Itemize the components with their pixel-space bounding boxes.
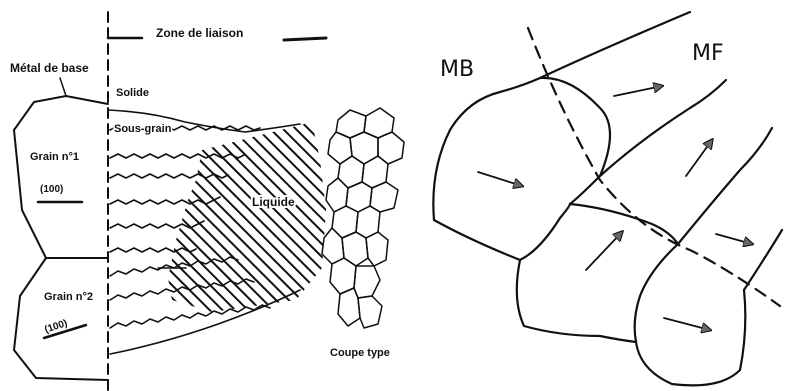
sous-grain-label: Sous-grain <box>114 123 172 135</box>
section-cell <box>354 266 380 298</box>
growth-arrow <box>664 318 710 330</box>
cross-section-cells <box>322 108 404 328</box>
grain-boundary <box>517 260 636 342</box>
grain-1-orientation: (100) <box>40 184 63 195</box>
grain-growth-diagram: MB MF <box>433 12 782 385</box>
zone-header: Zone de liaison <box>108 26 326 40</box>
growth-arrow <box>716 234 752 244</box>
grain-boundary <box>433 12 690 220</box>
grain-2-label: Grain n°2 <box>44 291 93 303</box>
base-metal-leader <box>60 78 66 96</box>
growth-arrow <box>586 232 622 270</box>
grain-boundary <box>635 244 678 342</box>
grain-1-label: Grain n°1 <box>30 151 79 163</box>
grain-boundary <box>570 204 678 244</box>
zone-de-liaison-label: Zone de liaison <box>156 26 243 40</box>
grain-boundary <box>636 290 745 385</box>
solide-label: Solide <box>116 87 149 99</box>
cell-boundary <box>110 305 270 328</box>
grain-1-outline <box>14 96 108 258</box>
growth-arrows <box>478 86 752 330</box>
growth-arrow <box>614 86 662 96</box>
liquid-region <box>168 122 326 312</box>
mf-label: MF <box>692 41 724 66</box>
section-cell <box>366 232 388 266</box>
grain-boundary <box>540 78 610 204</box>
coupe-type-label: Coupe type <box>330 347 390 359</box>
solidification-diagram: Zone de liaison Métal de base Grain n°1 … <box>10 12 404 391</box>
growth-arrow <box>478 172 522 186</box>
grain-boundaries <box>433 12 782 385</box>
section-cell <box>338 288 360 326</box>
grain-boundary <box>678 128 772 244</box>
section-cell <box>342 232 368 266</box>
growth-arrow <box>686 140 712 176</box>
metal-de-base-label: Métal de base <box>10 61 89 75</box>
grain-boundary <box>434 204 570 260</box>
mb-label: MB <box>440 57 474 82</box>
section-cell <box>322 228 344 264</box>
liquide-label: Liquide <box>252 195 295 209</box>
section-cell <box>370 182 398 212</box>
section-cell <box>358 296 382 328</box>
grain-boundary <box>744 230 782 290</box>
